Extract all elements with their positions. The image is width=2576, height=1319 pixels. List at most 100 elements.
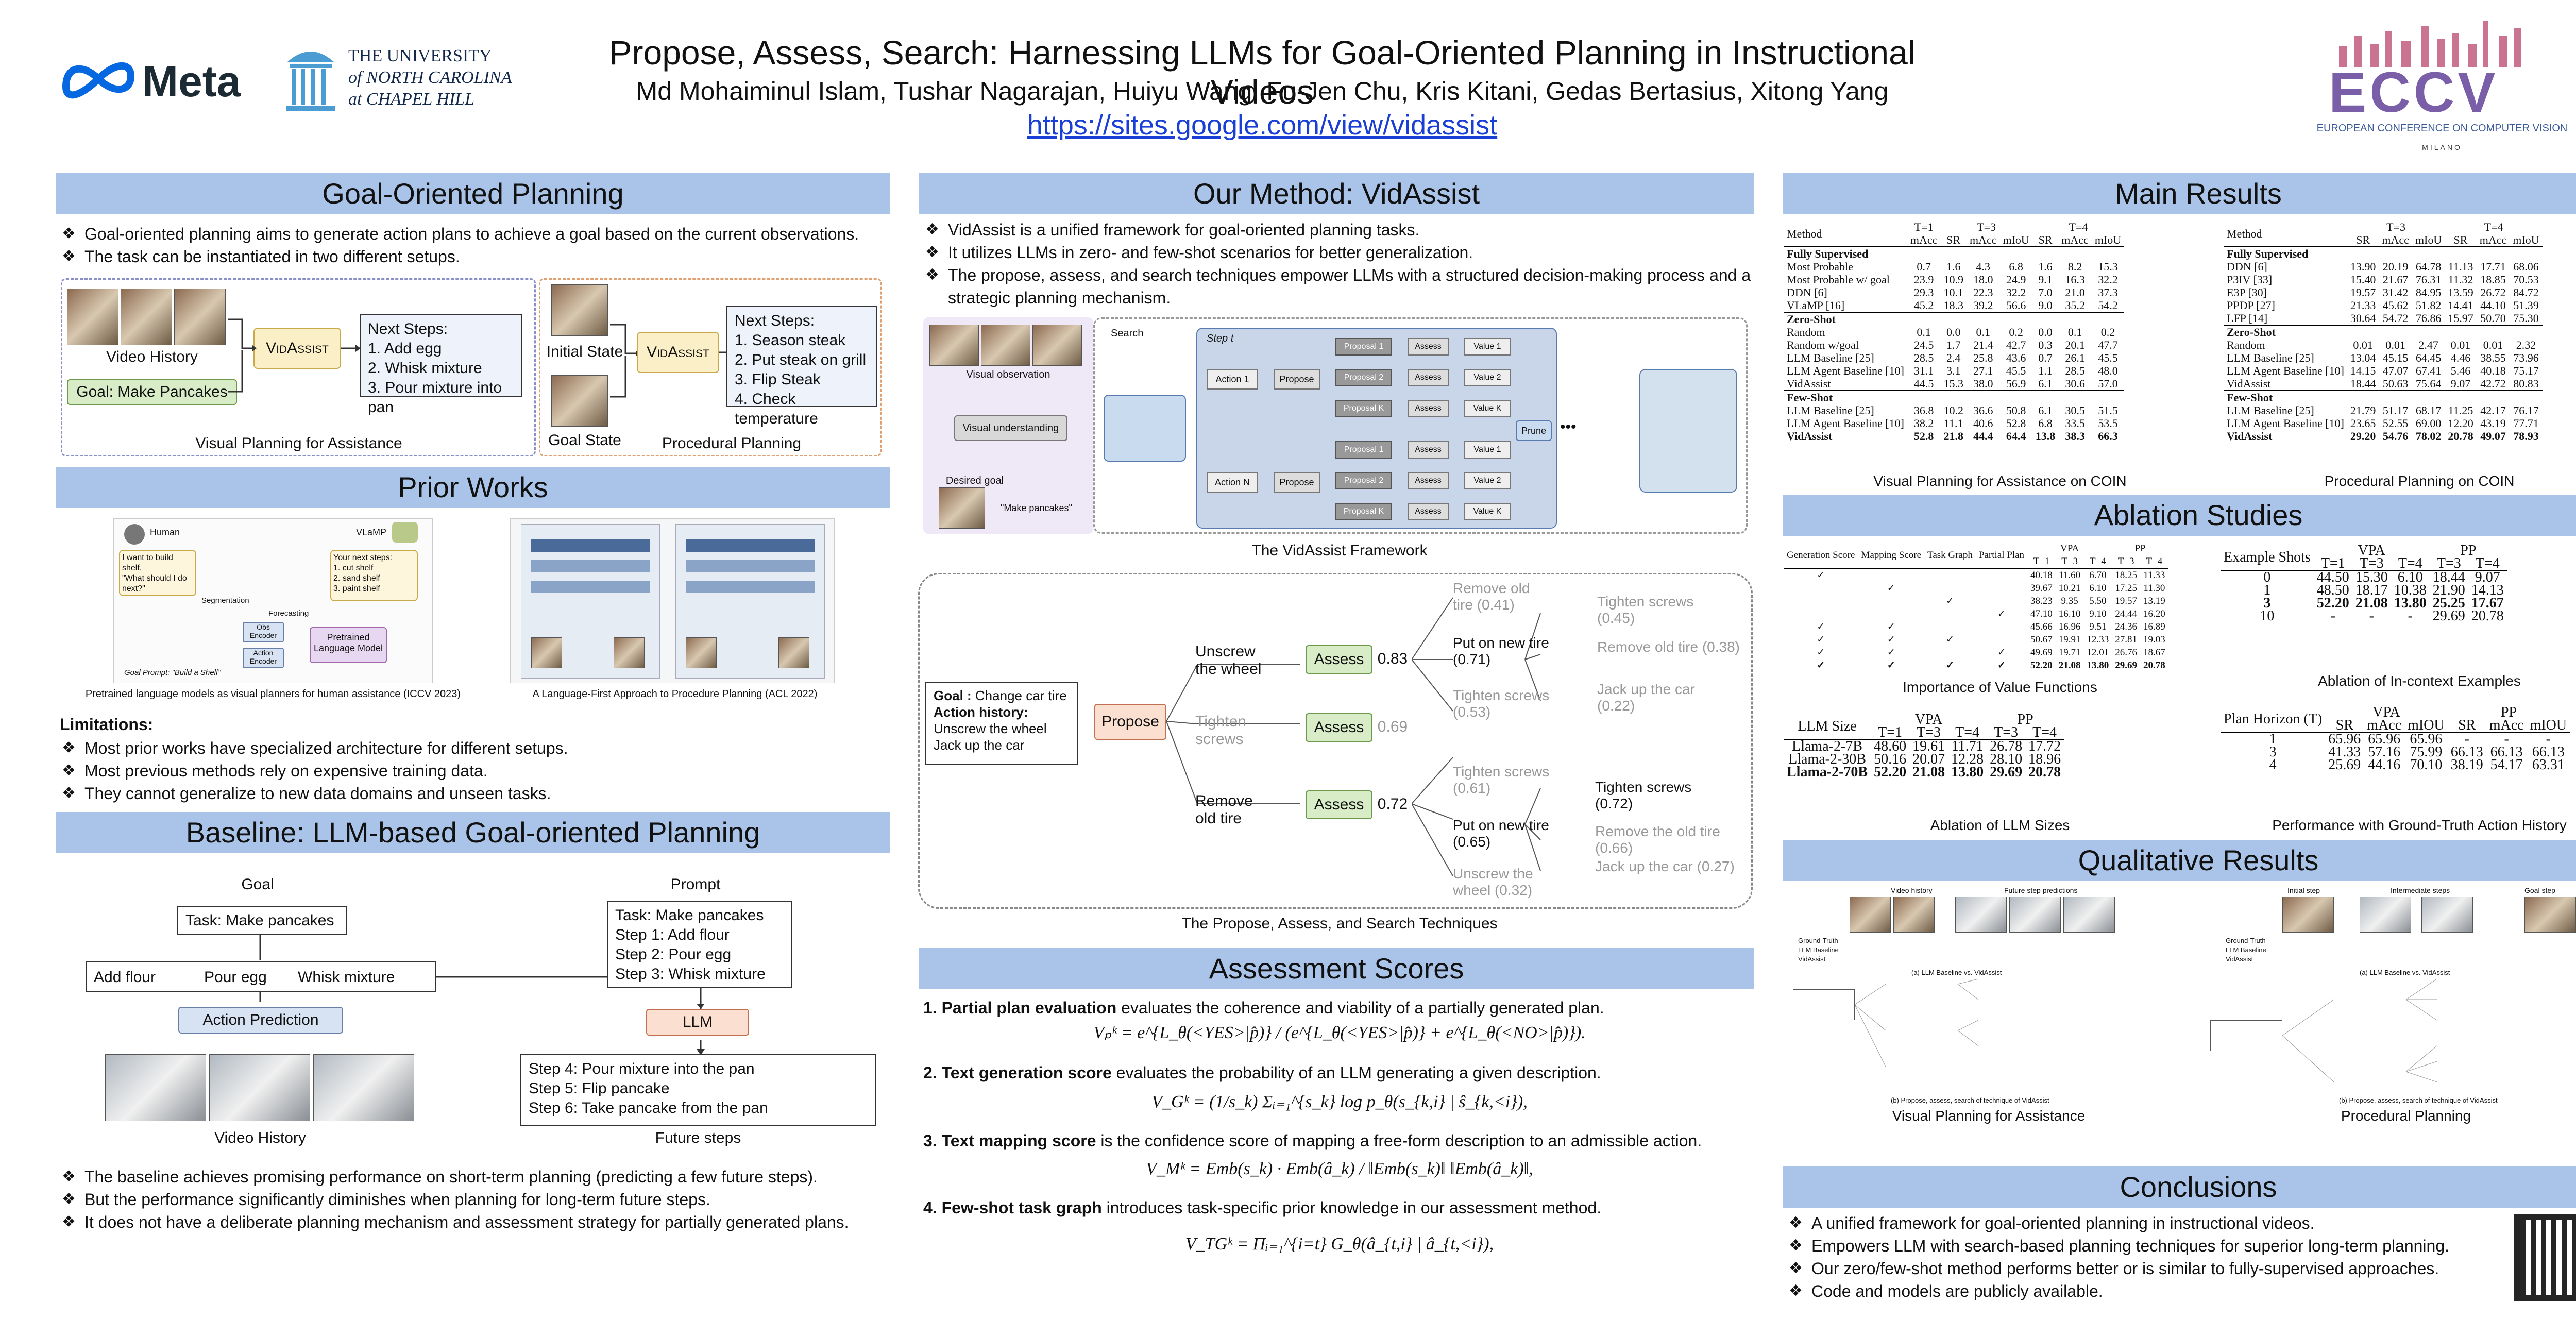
- poster-authors: Md Mohaiminul Islam, Tushar Nagarajan, H…: [636, 77, 1889, 106]
- table-cell: 12.20: [2448, 417, 2473, 430]
- table-cell: 33.5: [2065, 417, 2085, 430]
- pas-caption: The Propose, Assess, and Search Techniqu…: [1181, 915, 1498, 932]
- table-cell: 50.63: [2382, 377, 2409, 390]
- score-desc: introduces task-specific prior knowledge…: [1101, 1198, 1602, 1217]
- future-steps-box: Step 4: Pour mixture into the pan Step 5…: [520, 1054, 876, 1126]
- goal-value: Change car tire: [975, 688, 1067, 703]
- table-cell: 51.39: [2513, 299, 2539, 312]
- propose-box: Propose: [1274, 369, 1320, 390]
- table-cell: mAcc: [2489, 717, 2524, 733]
- qr-code-icon[interactable]: [2514, 1214, 2576, 1301]
- video-frame: [209, 1054, 310, 1121]
- arrow-icon: [436, 976, 621, 978]
- table-cell: 18.44: [2350, 377, 2376, 390]
- table-cell: 47.10: [2030, 608, 2053, 619]
- search-panel: [1093, 317, 1748, 534]
- tree-node: Tighten screws (0.61): [1453, 764, 1550, 796]
- table-cell: 38.55: [2480, 351, 2506, 364]
- table-cell: 11.30: [2143, 583, 2165, 594]
- table-cell: 48.0: [2098, 364, 2118, 377]
- table-cell: 52.8: [2006, 417, 2026, 430]
- project-link[interactable]: https://sites.google.com/view/vidassist: [1027, 110, 1498, 141]
- table-cell: 78.93: [2513, 430, 2539, 443]
- next-step: 1. cut shelf: [333, 564, 374, 572]
- unc-line-3: at CHAPEL HILL: [348, 90, 474, 109]
- assess-value: 0.83: [1377, 650, 1408, 667]
- table-cell: 16.3: [2065, 273, 2085, 286]
- table-cell: PP: [2500, 704, 2517, 720]
- prompt-line: Step 2: Pour egg: [615, 946, 732, 963]
- table-cell: 15.30: [2352, 570, 2391, 585]
- table-cell: 65.96: [2404, 732, 2448, 747]
- limitations-title: Limitations:: [60, 715, 154, 734]
- table-cell: 1.7: [1946, 339, 1961, 351]
- table-cell: 80.83: [2513, 377, 2539, 390]
- table-cell: Most Probable w/ goal: [1787, 273, 1890, 286]
- action-box: Action N: [1207, 472, 1258, 493]
- eccv-city: MILANO: [2422, 143, 2462, 151]
- table-cell: 20.78: [2143, 660, 2165, 671]
- table-cell: 75.30: [2513, 312, 2539, 325]
- table-cell: 50.8: [2006, 404, 2026, 417]
- vidassist-framework-figure: Visual observation Visual understanding …: [923, 317, 1748, 544]
- video-history-label: Video History: [106, 348, 198, 365]
- table-cell: 0.01: [2450, 339, 2471, 351]
- table-cell: 0.01: [2353, 339, 2373, 351]
- user-question-text: "What should I do next?": [122, 574, 187, 593]
- table-cell: 54.76: [2382, 430, 2409, 443]
- table-cell: 70.53: [2513, 273, 2539, 286]
- table-cell: 77.71: [2513, 417, 2539, 430]
- row-label: LLM Baseline: [2226, 946, 2266, 954]
- prompt-line: Step 3: Whisk mixture: [615, 966, 766, 983]
- prompt-line: Task: Make pancakes: [615, 907, 764, 924]
- table-cell: 20.78: [2448, 430, 2473, 443]
- table-cell: 14.15: [2350, 364, 2376, 377]
- table-cell: 0.7: [1917, 260, 1931, 273]
- table-cell: 6.8: [2009, 260, 2023, 273]
- table-cell: Example Shots: [2224, 549, 2311, 565]
- meta-infinity-icon: [62, 62, 135, 99]
- table-cell: 2.32: [2516, 339, 2536, 351]
- qual-caption: Procedural Planning: [2341, 1108, 2471, 1124]
- vpa-setup-panel: [61, 278, 536, 456]
- table-cell: VPA: [2358, 543, 2385, 559]
- candidate-action: Tighten screws: [1195, 713, 1246, 748]
- table-cell: VPA: [1914, 712, 1943, 728]
- table-cell: 1: [2221, 732, 2326, 747]
- table-cell: [1976, 620, 2027, 633]
- tree-node: Jack up the car (0.27): [1595, 858, 1735, 874]
- table-cell: 64.45: [2415, 351, 2442, 364]
- table-cell: 44.4: [1973, 430, 1993, 443]
- table-cell: 13.80: [1951, 764, 1984, 780]
- table-cell: 9.10: [2089, 608, 2107, 619]
- table-cell: 13.8: [2035, 430, 2056, 443]
- table-cell: LLM Baseline [25]: [2227, 351, 2314, 364]
- table-cell: 4: [2269, 757, 2277, 773]
- video-frame: [174, 289, 226, 345]
- table-cell: LLM Agent Baseline [10]: [2227, 417, 2344, 430]
- table-cell: SR: [2038, 233, 2053, 246]
- next-step: 3. Flip Steak: [735, 371, 821, 388]
- vlamp-label: VLaMP: [356, 527, 387, 537]
- baseline-bullets: The baseline achieves promising performa…: [60, 1165, 894, 1233]
- qual-caption: Visual Planning for Assistance: [1892, 1108, 2086, 1124]
- table-cell: 44.50: [2313, 570, 2352, 585]
- table-cell: PP: [2134, 543, 2146, 554]
- table-cell: 63.31: [2532, 757, 2565, 773]
- table-cell: VPA: [2372, 704, 2400, 720]
- obs-encoder-box: Obs Encoder: [243, 622, 284, 642]
- table-cell: 1: [2263, 582, 2271, 598]
- section-goal-oriented-planning: Goal-Oriented Planning: [56, 173, 890, 214]
- table-cell: 6.10: [2089, 583, 2107, 594]
- bullet: The baseline achieves promising performa…: [60, 1165, 894, 1188]
- table-cell: Random: [1787, 326, 1825, 339]
- table-cell: Llama-2-7B: [1784, 739, 1871, 754]
